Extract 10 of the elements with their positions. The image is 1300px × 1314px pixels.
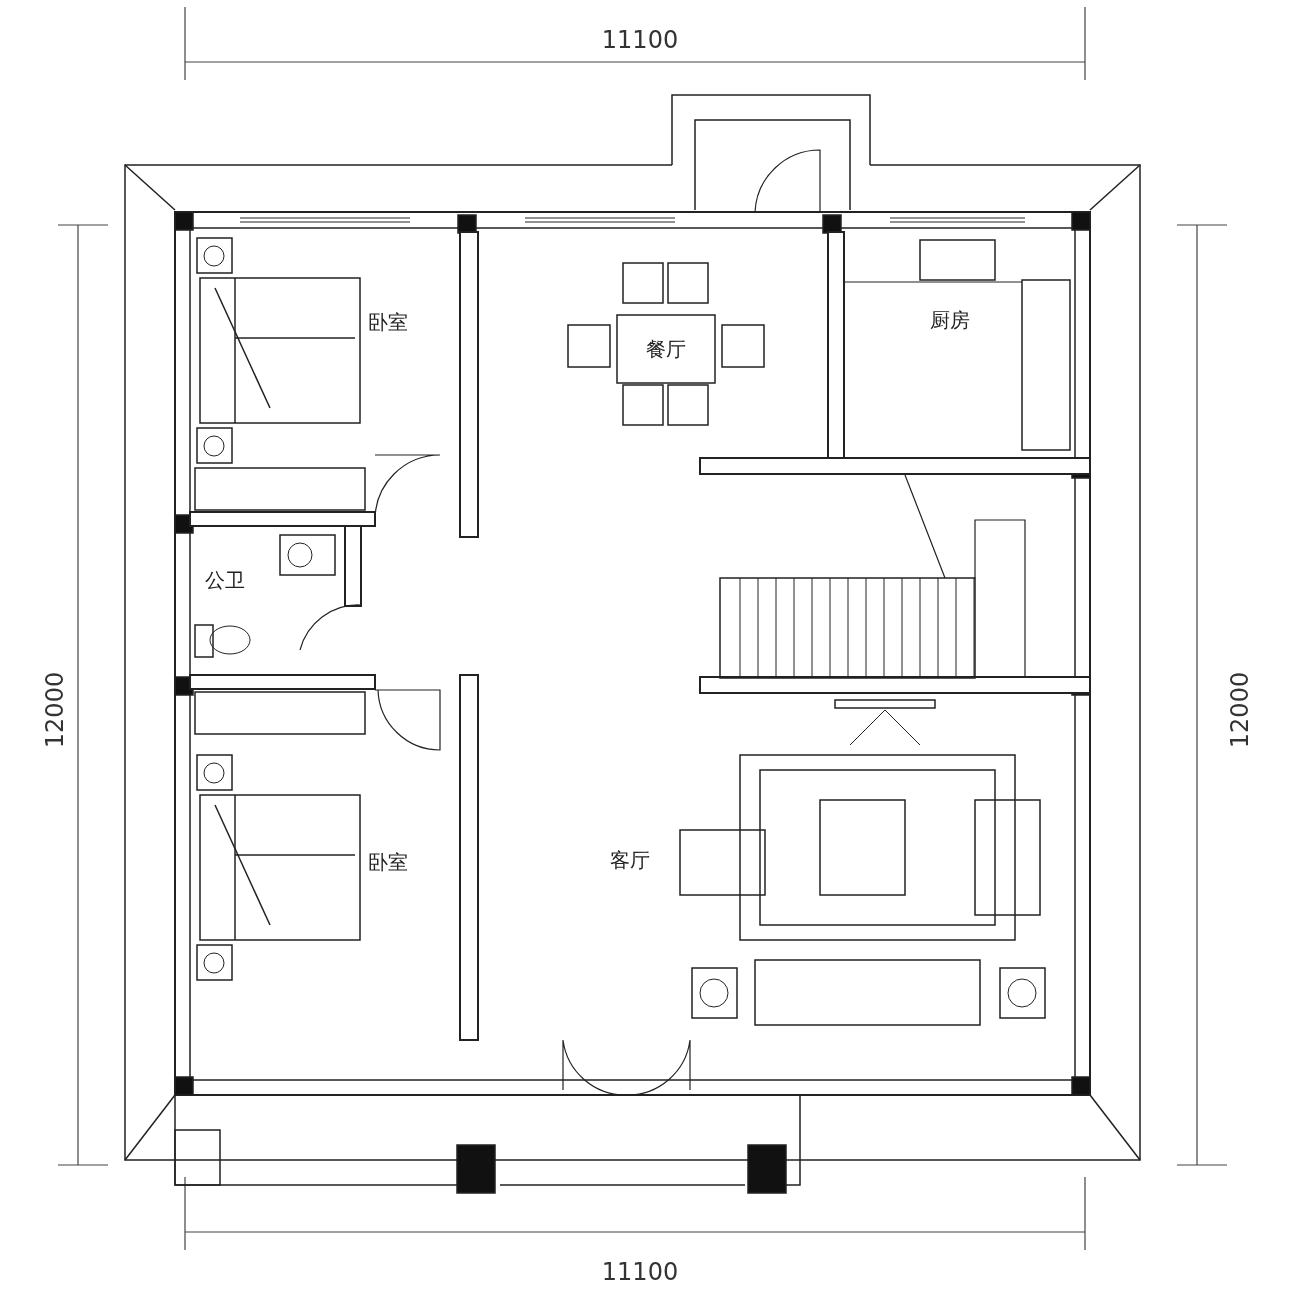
- room-label: 卧室: [368, 852, 408, 872]
- dimension-label: 12000: [43, 671, 67, 749]
- room-label: 公卫: [205, 570, 245, 590]
- room-label: 餐厅: [646, 339, 686, 359]
- dimension-label: 12000: [1228, 671, 1252, 749]
- room-label: 客厅: [610, 850, 650, 870]
- dimension-label: 11100: [601, 1260, 679, 1284]
- room-label: 厨房: [930, 310, 970, 330]
- dimension-label: 11100: [601, 28, 679, 52]
- room-label: 卧室: [368, 312, 408, 332]
